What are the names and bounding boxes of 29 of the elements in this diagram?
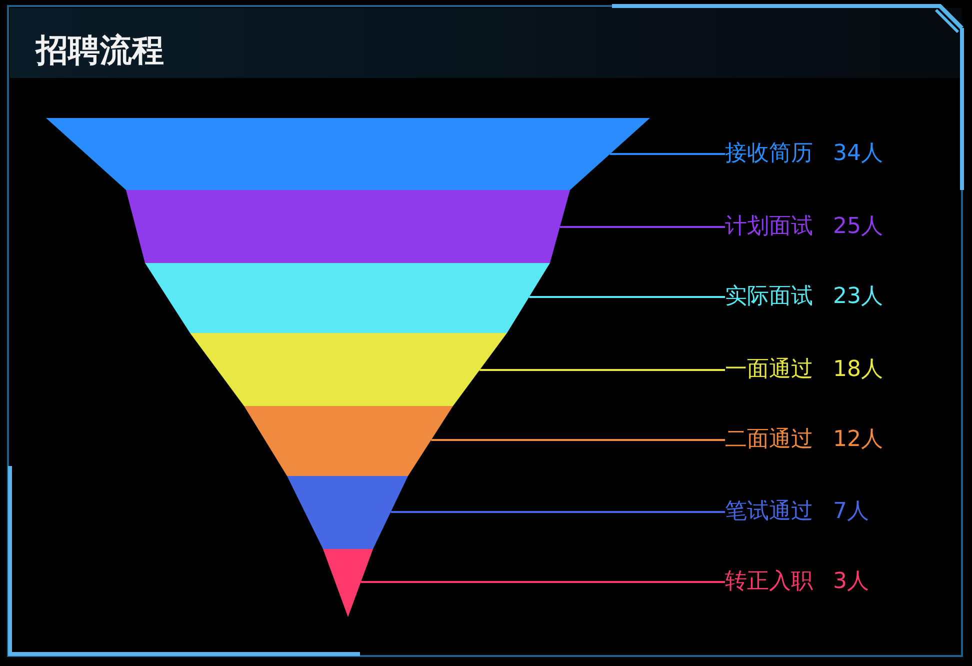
stage-label: 笔试通过 [725,498,813,526]
funnel-segment [190,333,507,406]
count-label: 12人 [833,426,883,454]
title: 招聘流程 [36,30,164,71]
stage-label: 一面通过 [725,356,813,384]
funnel-segment [145,263,550,333]
funnel-segment [126,190,570,263]
count-label: 34人 [833,140,883,168]
count-label: 3人 [833,568,869,596]
funnel-segment [323,549,373,617]
stage-label: 转正入职 [725,568,813,596]
leader-line [560,226,725,228]
count-label: 7人 [833,498,869,526]
funnel-segment [46,118,650,190]
funnel-segment [287,476,408,549]
funnel-segment [244,406,453,476]
stage-label: 二面通过 [725,426,813,454]
stage-label: 实际面试 [725,283,813,311]
count-label: 18人 [833,356,883,384]
count-label: 25人 [833,213,883,241]
leader-line [480,369,725,371]
leader-line [610,153,725,155]
stage-label: 接收简历 [725,140,813,168]
leader-line [431,439,725,441]
stage-label: 计划面试 [725,213,813,241]
leader-line [390,511,725,513]
leader-line [529,296,725,298]
leader-line [360,581,725,583]
count-label: 23人 [833,283,883,311]
